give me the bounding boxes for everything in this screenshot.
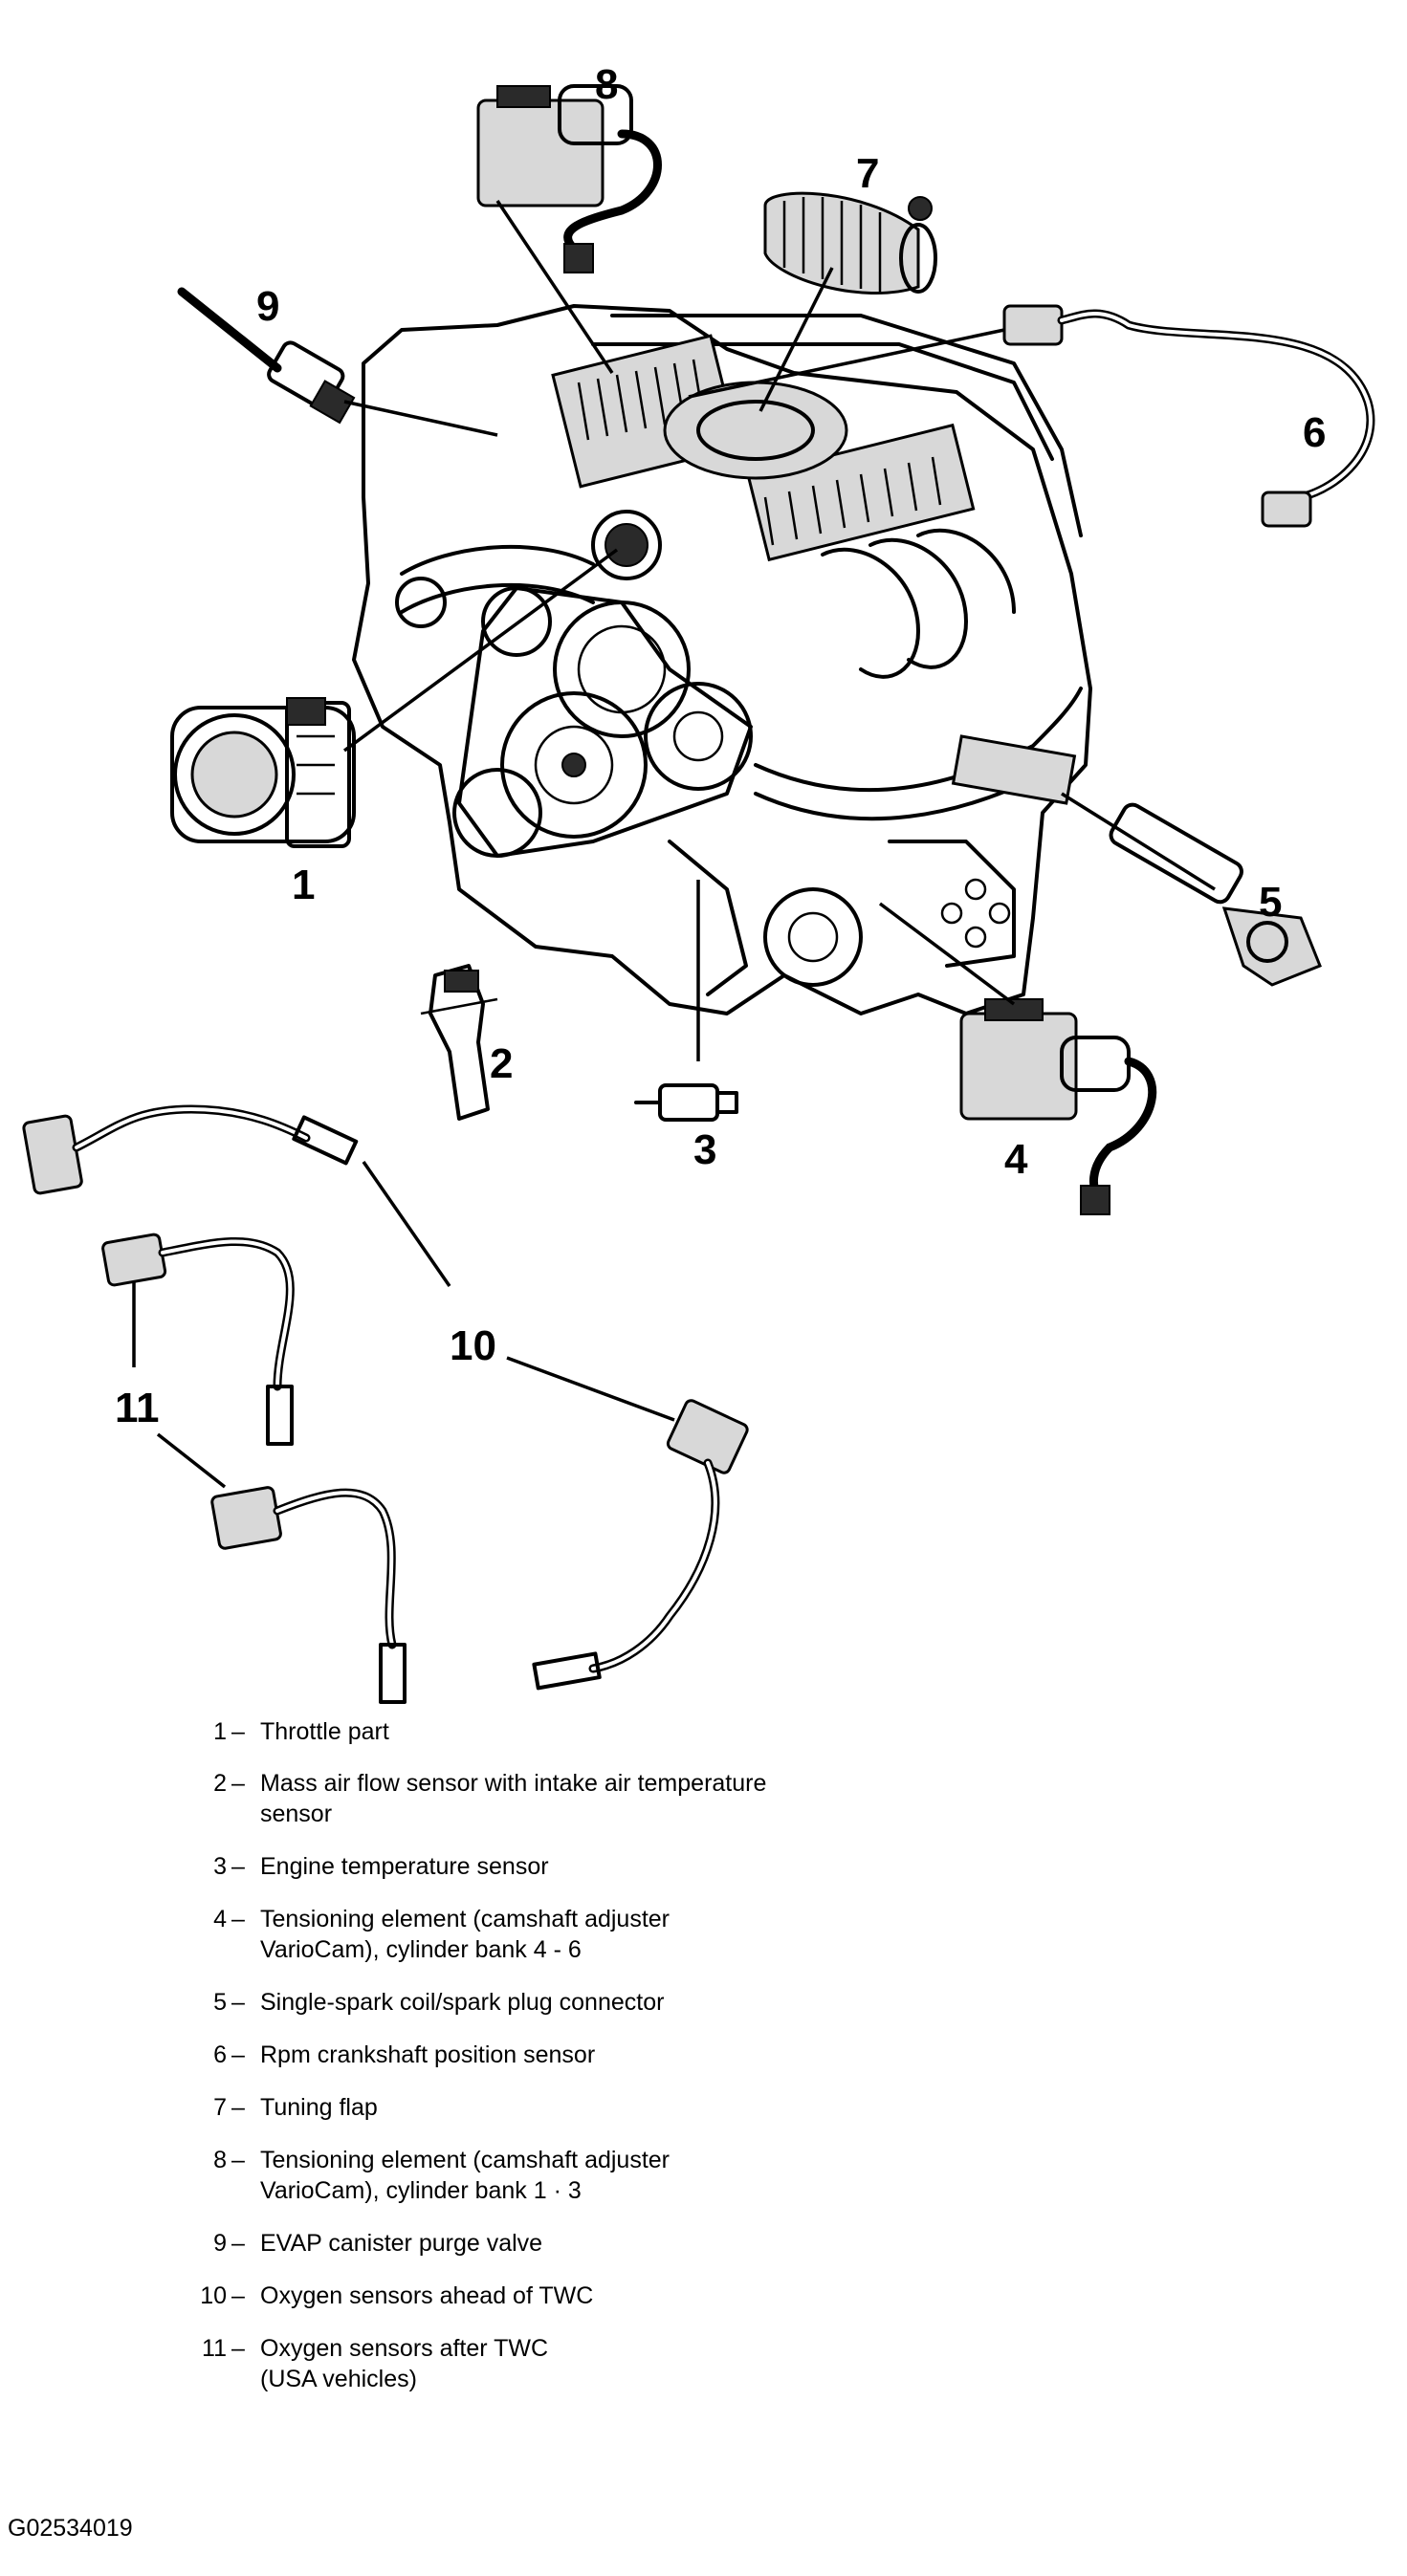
legend-text: EVAP canister purge valve xyxy=(260,2230,543,2257)
legend-dash: – xyxy=(231,2230,245,2257)
engine-temperature-sensor xyxy=(634,1083,738,1122)
legend-number: 7 xyxy=(213,2094,227,2121)
legend-dash: – xyxy=(231,2094,245,2121)
legend-item: 6 – Rpm crankshaft position sensor xyxy=(177,2040,904,2070)
legend-number: 3 xyxy=(213,1853,227,1880)
callout-3: 3 xyxy=(693,1126,716,1173)
legend-item: 4 – Tensioning element (camshaft adjuste… xyxy=(177,1904,904,1965)
legend-dash: – xyxy=(231,2041,245,2068)
legend-item: 3 – Engine temperature sensor xyxy=(177,1851,904,1882)
tensioning-element-bank-1-3 xyxy=(476,84,662,273)
callout-1: 1 xyxy=(292,862,315,908)
legend-text: Mass air flow sensor with intake air tem… xyxy=(260,1770,767,1827)
figure-id: G02534019 xyxy=(8,2515,133,2542)
legend-dash: – xyxy=(231,2282,245,2309)
legend-number: 2 xyxy=(213,1770,227,1797)
callout-6: 6 xyxy=(1303,409,1326,456)
callout-numbers: 1 2 3 4 5 6 7 8 9 10 11 xyxy=(115,61,1326,1431)
callout-9: 9 xyxy=(256,283,279,330)
spark-coil-connector xyxy=(1109,802,1322,987)
tensioning-element-bank-4-6 xyxy=(959,998,1157,1215)
legend-text: Engine temperature sensor xyxy=(260,1853,549,1880)
legend-number: 10 xyxy=(200,2282,227,2309)
legend-dash: – xyxy=(231,1718,245,1745)
throttle-part xyxy=(170,697,356,848)
legend-number: 6 xyxy=(213,2041,227,2068)
legend-dash: – xyxy=(231,2147,245,2173)
legend-number: 8 xyxy=(213,2147,227,2173)
legend-item: 1 – Throttle part xyxy=(177,1716,904,1747)
legend-item: 10 – Oxygen sensors ahead of TWC xyxy=(177,2281,904,2311)
engine-component-diagram: 1 2 3 4 5 6 7 8 9 10 11 xyxy=(22,61,1375,1704)
legend-dash: – xyxy=(231,1906,245,1932)
legend-text: Oxygen sensors after TWC (USA vehicles) xyxy=(260,2335,549,2392)
leader-lines xyxy=(132,200,1216,1489)
callout-8: 8 xyxy=(595,61,618,108)
legend-item: 5 – Single-spark coil/spark plug connect… xyxy=(177,1987,904,2018)
legend-item: 8 – Tensioning element (camshaft adjuste… xyxy=(177,2145,904,2206)
callout-11: 11 xyxy=(115,1385,160,1431)
legend-item: 2 – Mass air flow sensor with intake air… xyxy=(177,1768,875,1829)
callout-7: 7 xyxy=(856,150,879,197)
legend-dash: – xyxy=(231,1770,245,1797)
mass-air-flow-sensor xyxy=(420,964,498,1121)
legend-number: 4 xyxy=(213,1906,227,1932)
legend-text: Tensioning element (camshaft adjuster Va… xyxy=(260,2147,671,2204)
rpm-crankshaft-sensor xyxy=(1002,304,1375,528)
legend-text: Tuning flap xyxy=(260,2094,378,2121)
legend-dash: – xyxy=(231,1989,245,2016)
legend-text: Single-spark coil/spark plug connector xyxy=(260,1989,665,2016)
oxygen-sensor-ahead-twc-1 xyxy=(22,1104,359,1195)
callout-5: 5 xyxy=(1259,879,1282,926)
legend-number: 11 xyxy=(202,2335,227,2362)
legend: 1 – Throttle part 2 – Mass air flow sens… xyxy=(177,1716,904,2416)
callout-4: 4 xyxy=(1004,1136,1028,1183)
legend-dash: – xyxy=(231,2335,245,2362)
callout-2: 2 xyxy=(490,1040,513,1087)
legend-number: 5 xyxy=(213,1989,227,2016)
legend-text: Tensioning element (camshaft adjuster Va… xyxy=(260,1906,671,1963)
legend-item: 7 – Tuning flap xyxy=(177,2092,904,2123)
oxygen-sensor-after-twc-2 xyxy=(210,1486,407,1704)
legend-item: 11 – Oxygen sensors after TWC (USA vehic… xyxy=(177,2333,904,2394)
legend-dash: – xyxy=(231,1853,245,1880)
oxygen-sensor-ahead-twc-2 xyxy=(532,1399,749,1691)
legend-text: Oxygen sensors ahead of TWC xyxy=(260,2282,594,2309)
callout-10: 10 xyxy=(450,1322,496,1369)
engine-assembly xyxy=(352,304,1092,1015)
evap-purge-valve xyxy=(177,287,356,425)
legend-item: 9 – EVAP canister purge valve xyxy=(177,2228,904,2259)
legend-text: Throttle part xyxy=(260,1718,389,1745)
oxygen-sensor-after-twc-1 xyxy=(101,1233,295,1446)
legend-text: Rpm crankshaft position sensor xyxy=(260,2041,596,2068)
legend-number: 9 xyxy=(213,2230,227,2257)
tuning-flap xyxy=(763,191,937,295)
legend-number: 1 xyxy=(213,1718,227,1745)
